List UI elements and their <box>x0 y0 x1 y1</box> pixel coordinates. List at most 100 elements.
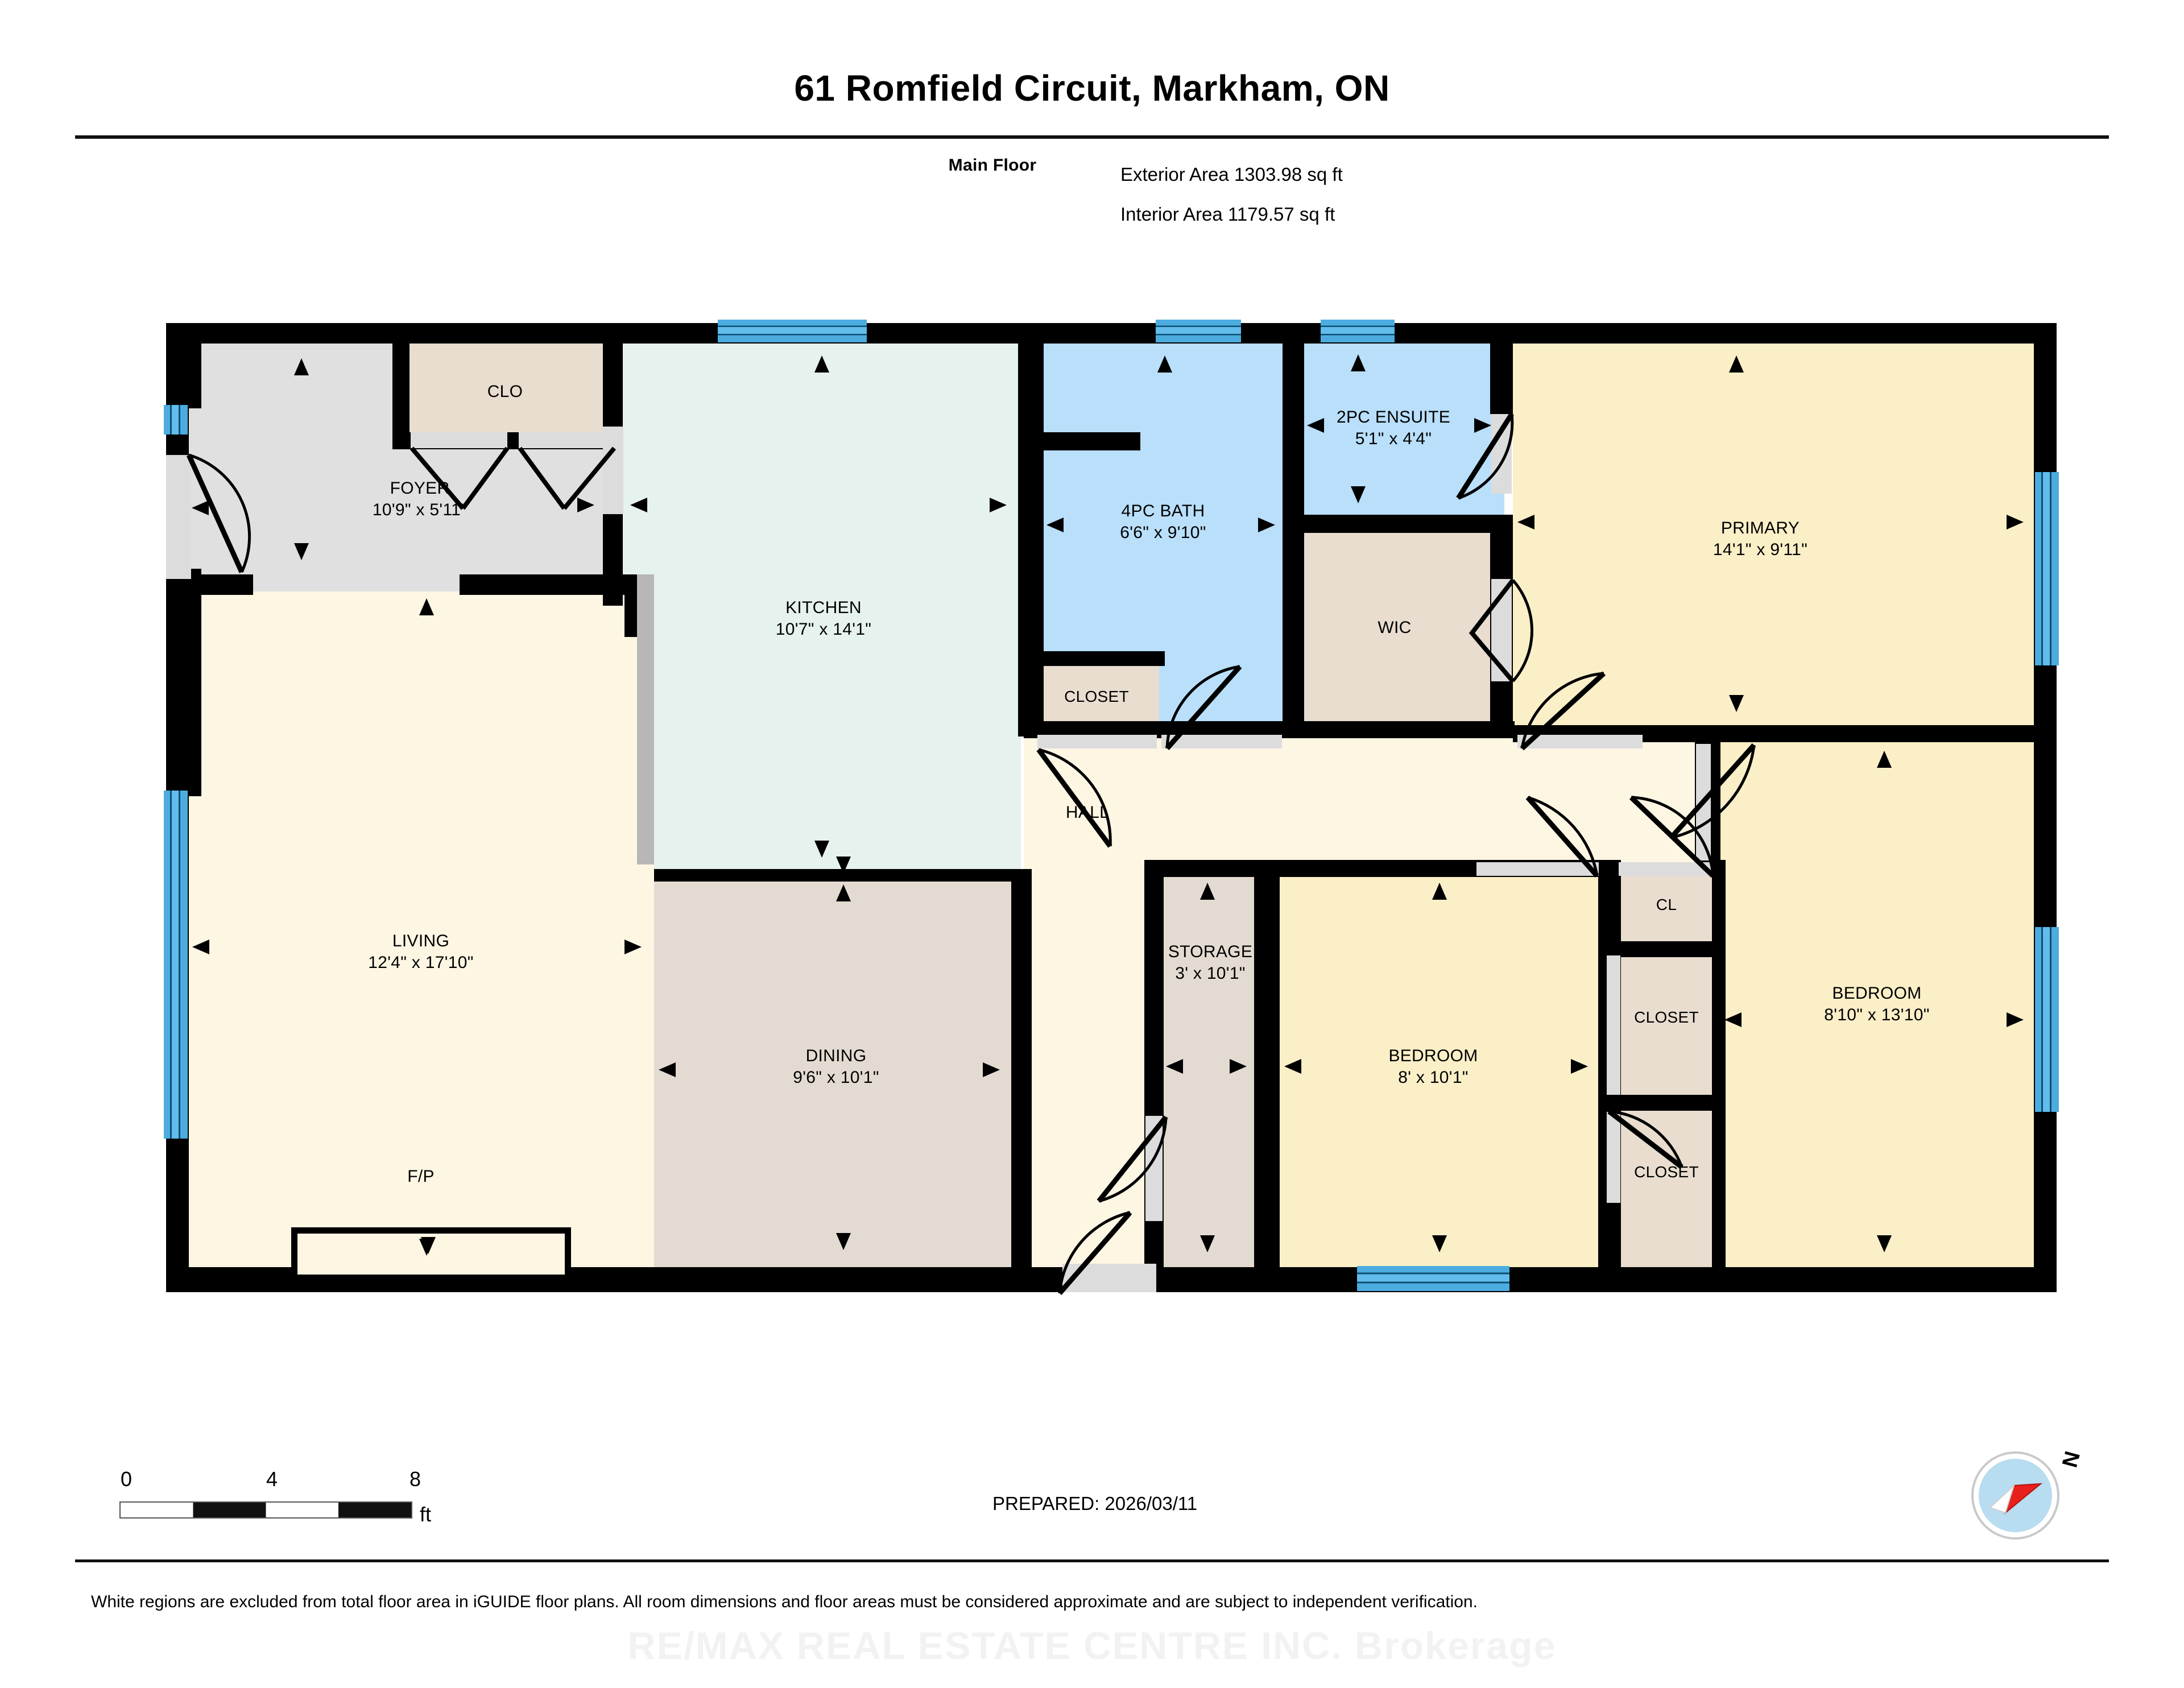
dim-arrow-primary-n <box>1729 355 1744 373</box>
label-hall: HALL <box>1065 803 1110 822</box>
wall-left-thick-lower <box>166 569 201 796</box>
door-swing-bedroom2 <box>1479 796 1601 879</box>
dim-arrow-living-e <box>624 940 642 954</box>
dim-arrow-fireplace <box>421 1237 436 1254</box>
door-swing-wic <box>1449 578 1533 684</box>
wall-kitchen-south <box>654 869 1024 882</box>
dim-arrow-bed3-w <box>1724 1012 1742 1027</box>
doorslab-bedroom2 <box>1476 862 1599 876</box>
dim-arrow-living-w <box>192 940 209 954</box>
dim-arrow-ensuite-s <box>1351 486 1366 503</box>
dim-arrow-foyer-n <box>294 358 309 375</box>
scale-unit-label: ft <box>420 1503 432 1526</box>
window-ensuite-north <box>1321 320 1395 342</box>
room-clo <box>408 341 605 435</box>
dim-arrow-kitchen-e <box>990 498 1007 512</box>
brokerage-watermark: RE/MAX REAL ESTATE CENTRE INC. Brokerage <box>627 1624 1557 1668</box>
dim-arrow-living-n <box>419 598 434 615</box>
label-clo: CLO <box>487 382 523 401</box>
wall-bath-closet-sep <box>1023 651 1165 666</box>
label-storage: STORAGE 3' x 10'1" <box>1168 942 1253 983</box>
dim-arrow-dining-e <box>983 1062 1000 1077</box>
dim-arrow-storage-w <box>1166 1059 1183 1074</box>
dim-arrow-primary-e <box>2007 515 2024 529</box>
room-closet-a <box>1618 954 1715 1097</box>
dim-arrow-foyer-e <box>577 498 594 512</box>
doorslab-closet-b <box>1607 1112 1620 1203</box>
dim-arrow-dining-w <box>659 1062 676 1077</box>
dim-arrow-storage-s <box>1200 1235 1215 1252</box>
wall-exterior-top <box>166 323 2057 344</box>
dim-arrow-ensuite-w <box>1307 418 1324 433</box>
footer-divider <box>75 1559 2109 1562</box>
dim-arrow-ensuite-e <box>1474 418 1491 433</box>
label-cl: CL <box>1656 896 1677 913</box>
partition-kitchen-living <box>637 574 654 864</box>
window-living-west <box>164 791 188 1139</box>
label-bath-4pc: 4PC BATH 6'6" x 9'10" <box>1120 502 1206 542</box>
dim-arrow-kitchen-n <box>814 355 829 373</box>
scale-tick-8: 8 <box>409 1467 421 1491</box>
window-kitchen-north <box>718 320 867 342</box>
window-primary-east <box>2035 472 2059 665</box>
wall-closets-sep <box>1618 1095 1719 1111</box>
label-fireplace: F/P <box>407 1167 435 1186</box>
room-bedroom-3 <box>1719 739 2054 1268</box>
window-foyer-west <box>164 405 188 435</box>
label-living: LIVING 12'4" x 17'10" <box>368 932 474 972</box>
dim-arrow-kitchen-s2 <box>836 857 851 874</box>
door-swing-primary <box>1517 671 1648 751</box>
dim-arrow-bath-w <box>1046 518 1064 532</box>
wall-ensuite-bottom <box>1283 515 1507 533</box>
door-swing-cl <box>1628 795 1719 879</box>
dim-arrow-ensuite-n <box>1351 354 1366 371</box>
door-swing-ensuite <box>1431 412 1516 504</box>
dim-arrow-foyer-w <box>192 500 209 515</box>
label-closet-b: CLOSET <box>1634 1163 1699 1181</box>
doorslab-front-entry <box>166 455 191 579</box>
dim-arrow-bath-n <box>1157 355 1172 373</box>
room-closet-b <box>1618 1109 1715 1268</box>
dim-arrow-primary-w <box>1517 515 1534 529</box>
door-swing-closet-b <box>1607 1109 1686 1210</box>
dim-arrow-foyer-s <box>294 543 309 560</box>
prepared-date: PREPARED: 2026/03/11 <box>992 1493 1198 1514</box>
wall-storage-right <box>1254 860 1280 1268</box>
wall-foyer-bottom <box>188 574 253 595</box>
floor-label: Main Floor <box>948 156 1037 175</box>
exterior-area: Exterior Area 1303.98 sq ft <box>1120 164 1343 185</box>
doorslab-cl <box>1619 862 1713 876</box>
room-hall-b <box>1024 879 1163 1271</box>
dim-arrow-bed3-e <box>2007 1012 2024 1027</box>
dim-arrow-bath-e <box>1258 518 1275 532</box>
room-living <box>188 591 654 1268</box>
wall-ensuite-right <box>1490 341 1513 414</box>
door-swing-storage <box>1086 1115 1172 1227</box>
page-title: 61 Romfield Circuit, Markham, ON <box>794 68 1390 109</box>
label-primary: PRIMARY 14'1" x 9'11" <box>1713 519 1808 559</box>
label-dining: DINING 9'6" x 10'1" <box>793 1046 879 1087</box>
doorslab-bath <box>1161 735 1282 748</box>
door-swing-closet-hall <box>1036 748 1160 851</box>
door-swing-bedroom3 <box>1648 743 1759 863</box>
door-swing-front-entry <box>186 453 296 585</box>
wall-wic-south <box>1287 721 1515 738</box>
room-dining <box>654 879 1021 1268</box>
window-bath-north <box>1156 320 1241 342</box>
dim-arrow-storage-n <box>1200 883 1215 900</box>
wall-living-right-u <box>624 574 637 637</box>
wall-closets-right <box>1712 860 1726 1268</box>
room-cl <box>1618 864 1715 944</box>
dim-arrow-primary-s <box>1729 695 1744 712</box>
dim-arrow-bed3-s <box>1877 1235 1892 1252</box>
door-swing-clo-right <box>518 446 617 512</box>
header-divider <box>75 135 2109 139</box>
doorslab-closet-a <box>1607 955 1620 1095</box>
scale-tick-0: 0 <box>120 1467 133 1491</box>
window-bedroom3-east <box>2035 927 2059 1112</box>
dim-arrow-dining-s <box>836 1233 851 1250</box>
wall-dining-right <box>1011 869 1032 1268</box>
wall-foyer-right <box>603 341 623 427</box>
disclaimer-text: White regions are excluded from total fl… <box>91 1592 1478 1611</box>
